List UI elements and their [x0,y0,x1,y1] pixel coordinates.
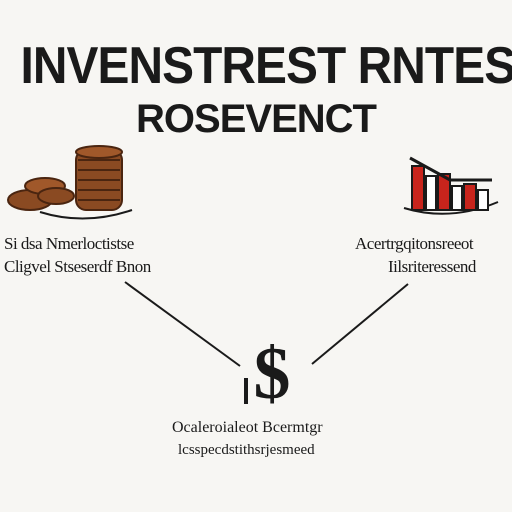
bar-chart-icon [403,156,499,215]
title-line-1: INVENSTREST RNTES [20,37,512,95]
bottom-node-label-1: Ocaleroialeot Bcermtgr [172,419,323,436]
svg-text:$: $ [254,333,291,415]
coin-stack-icon [7,145,133,220]
right-node-label-1: Acertrgqitonsreeot [355,234,474,253]
bottom-node-label-2: lcsspecdstithsrjesmeed [178,442,315,458]
right-node-label-2: Iilsriteressend [388,257,476,276]
left-node-label-1: Si dsa Nmerloctistse [4,234,134,253]
dollar-sign-icon: $ [244,333,291,415]
left-node-label-2: Cligvel Stseserdf Bnon [4,257,151,276]
connector-left-to-center [124,281,241,367]
title-line-2: ROSEVENCT [136,97,377,141]
connector-right-to-center [311,283,409,365]
